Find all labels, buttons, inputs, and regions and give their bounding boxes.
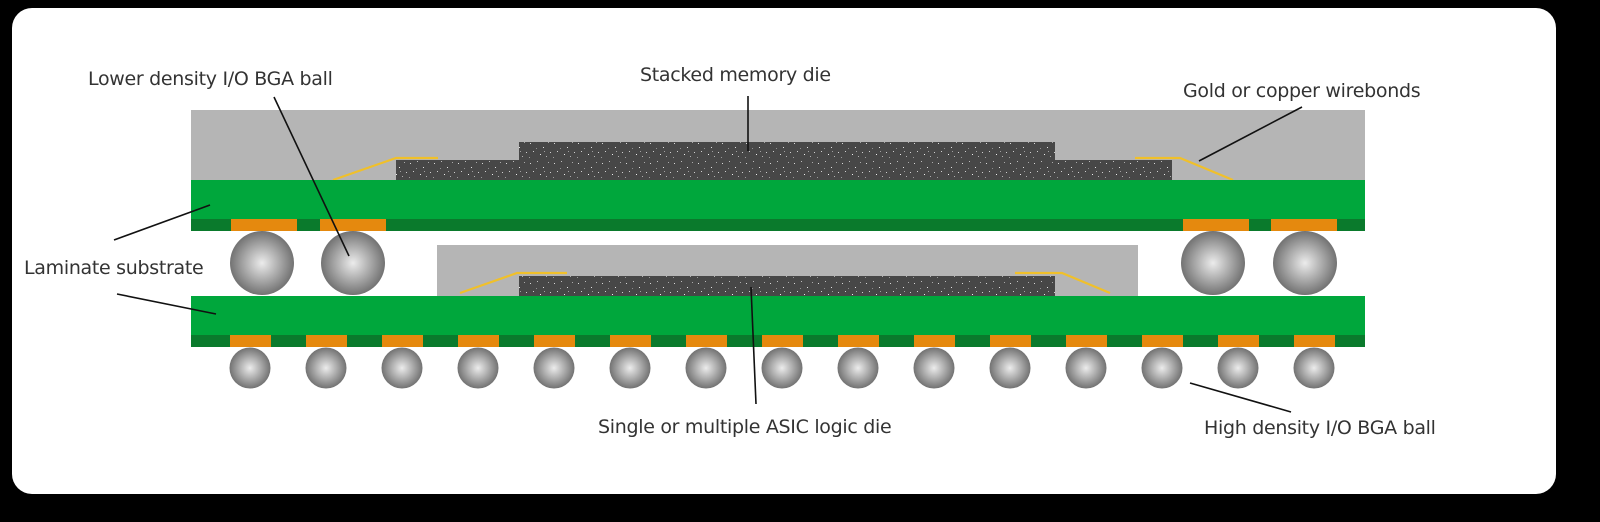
bottom-pad — [610, 335, 651, 347]
bottom-pad — [1066, 335, 1107, 347]
label-lower-density-bga-ball: Lower density I/O BGA ball — [88, 68, 333, 90]
top-substrate — [191, 180, 1365, 219]
interconnect-ball — [230, 231, 294, 295]
bottom-bga-balls — [229, 347, 1335, 389]
interconnect-ball — [1181, 231, 1245, 295]
label-asic-logic-die: Single or multiple ASIC logic die — [598, 416, 892, 438]
label-wirebonds: Gold or copper wirebonds — [1183, 80, 1421, 102]
leader-wirebonds — [1198, 106, 1303, 162]
bga-ball — [1293, 347, 1335, 389]
leader-lower-density-ball — [273, 96, 350, 257]
bottom-pad — [1142, 335, 1183, 347]
bga-ball — [229, 347, 271, 389]
bottom-pad — [914, 335, 955, 347]
top-pad — [1271, 219, 1337, 231]
bottom-pad — [686, 335, 727, 347]
bga-ball — [533, 347, 575, 389]
leader-lines — [113, 96, 1303, 413]
bottom-pad — [1218, 335, 1259, 347]
bottom-pad — [838, 335, 879, 347]
top-pad — [1183, 219, 1249, 231]
top-substrate-layer — [191, 219, 1365, 231]
bga-ball — [381, 347, 423, 389]
bottom-pad — [306, 335, 347, 347]
top-pad — [320, 219, 386, 231]
interconnect-ball — [1273, 231, 1337, 295]
leader-high-density-ball — [1189, 382, 1292, 413]
bottom-pads — [230, 335, 1335, 347]
bottom-substrate — [191, 296, 1365, 335]
bga-ball — [305, 347, 347, 389]
bga-ball — [913, 347, 955, 389]
bga-ball — [761, 347, 803, 389]
bottom-package — [191, 245, 1365, 347]
bottom-pad — [990, 335, 1031, 347]
bottom-pad — [458, 335, 499, 347]
bottom-pad — [762, 335, 803, 347]
bottom-pad — [382, 335, 423, 347]
bga-ball — [837, 347, 879, 389]
label-stacked-memory-die: Stacked memory die — [640, 64, 831, 86]
top-package — [191, 110, 1365, 231]
bga-ball — [685, 347, 727, 389]
leader-asic-die — [750, 286, 757, 405]
asic-die — [519, 276, 1055, 296]
bga-ball — [1065, 347, 1107, 389]
interconnect-ball — [321, 231, 385, 295]
leader-laminate-bottom — [116, 293, 217, 315]
bottom-wirebond-left — [459, 271, 567, 295]
bga-ball — [609, 347, 651, 389]
bottom-pad — [1294, 335, 1335, 347]
leader-laminate-top — [113, 204, 211, 241]
label-high-density-bga-ball: High density I/O BGA ball — [1204, 417, 1436, 439]
label-laminate-substrate: Laminate substrate — [24, 257, 204, 279]
bga-ball — [1217, 347, 1259, 389]
memory-die-upper — [519, 142, 1055, 180]
bottom-wirebond-right — [1015, 271, 1111, 295]
bottom-pad — [534, 335, 575, 347]
top-wirebond-left — [332, 156, 438, 182]
top-wirebond-right — [1135, 156, 1234, 182]
bga-ball — [457, 347, 499, 389]
interconnect-balls — [230, 231, 1337, 295]
bga-ball — [989, 347, 1031, 389]
bottom-pad — [230, 335, 271, 347]
bga-ball — [1141, 347, 1183, 389]
top-pad — [231, 219, 297, 231]
